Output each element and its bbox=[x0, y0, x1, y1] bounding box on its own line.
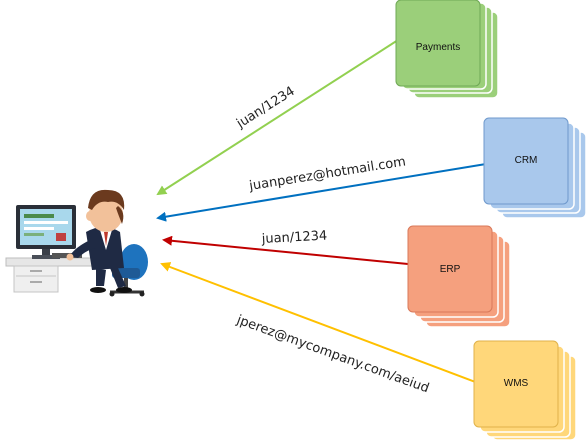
system-payments: Payments bbox=[395, 0, 499, 99]
system-crm: CRM bbox=[483, 117, 587, 219]
erp-box bbox=[408, 226, 492, 312]
wms-label: WMS bbox=[504, 378, 529, 389]
arrow-crm-to-user bbox=[156, 163, 487, 222]
wms-box bbox=[474, 341, 558, 427]
credential-label-crm: juanperez@hotmail.com bbox=[247, 154, 407, 194]
crm-box bbox=[484, 118, 568, 204]
system-erp: ERP bbox=[407, 225, 511, 328]
user-at-computer-icon bbox=[5, 189, 148, 297]
credential-label-erp: juan/1234 bbox=[260, 229, 327, 247]
payments-label: Payments bbox=[416, 42, 460, 53]
arrow-wms-to-user bbox=[160, 262, 479, 384]
arrow-erp-to-user bbox=[162, 235, 409, 265]
system-wms: WMS bbox=[473, 340, 577, 441]
erp-label: ERP bbox=[440, 264, 461, 275]
crm-label: CRM bbox=[515, 155, 538, 166]
payments-box bbox=[396, 0, 480, 86]
arrow-payments-to-user bbox=[156, 39, 399, 196]
